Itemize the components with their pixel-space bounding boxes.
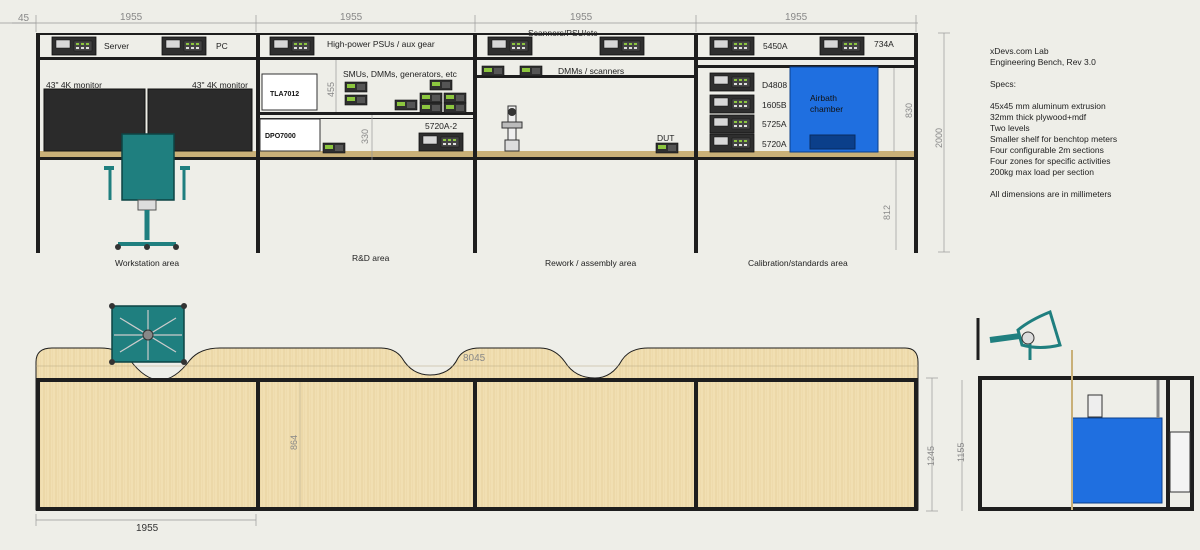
dim-length: 8045 — [463, 353, 486, 364]
spec-item: Two levels — [990, 123, 1030, 133]
dim-section-2: 1955 — [340, 12, 363, 23]
server-instrument — [51, 36, 97, 56]
specs-panel: xDevs.com Lab Engineering Bench, Rev 3.0… — [990, 46, 1190, 200]
psu-instrument — [269, 36, 315, 56]
dim-455: 455 — [326, 82, 336, 97]
smu-3 — [429, 79, 453, 91]
label-5720a-2: 5720A-2 — [425, 121, 457, 131]
specs-subtitle: Engineering Bench, Rev 3.0 — [990, 57, 1096, 67]
label-server: Server — [104, 41, 129, 51]
microscope-icon — [501, 105, 523, 152]
area-rnd: R&D area — [352, 253, 390, 263]
area-workstation: Workstation area — [115, 258, 179, 268]
label-dmm-scanners: DMMs / scanners — [558, 66, 624, 76]
label-chamber: chamber — [810, 104, 843, 114]
side-instrument — [1169, 431, 1191, 493]
dpo-instrument — [259, 118, 321, 152]
label-5450a: 5450A — [763, 41, 788, 51]
instrument-5450a — [709, 36, 755, 56]
smu-4 — [419, 92, 443, 104]
dim-1155: 1155 — [956, 443, 966, 462]
chamber-side — [1071, 417, 1163, 504]
instrument-734a — [819, 36, 865, 56]
label-tla: TLA7012 — [270, 91, 299, 98]
pc-instrument — [161, 36, 207, 56]
smu-5 — [443, 92, 467, 104]
label-airbath: Airbath — [810, 93, 837, 103]
dim-bottom-section: 1955 — [136, 523, 159, 534]
instrument-1605b — [709, 94, 755, 114]
label-pc: PC — [216, 41, 228, 51]
instrument-d4808 — [709, 72, 755, 92]
label-monitor-left: 43" 4K monitor — [46, 80, 102, 90]
label-dpo: DPO7000 — [265, 133, 296, 140]
dmm-1 — [481, 65, 505, 77]
smu-8 — [443, 102, 467, 114]
label-smu: SMUs, DMMs, generators, etc — [343, 69, 458, 79]
dim-1245: 1245 — [926, 446, 936, 466]
smu-2 — [344, 94, 368, 106]
dut-board — [655, 142, 679, 154]
tla-instrument — [261, 73, 318, 111]
top-frame — [36, 378, 918, 511]
dim-section-3: 1955 — [570, 12, 593, 23]
dmm-2 — [519, 65, 543, 77]
label-5720a: 5720A — [762, 139, 787, 149]
top-view: 8045 864 1955 — [35, 303, 938, 534]
label-monitor-right: 43" 4K monitor — [192, 80, 248, 90]
specs-title: xDevs.com Lab — [990, 46, 1049, 56]
desk-top — [35, 347, 919, 381]
label-dut: DUT — [657, 133, 674, 143]
area-calibration: Calibration/standards area — [748, 258, 848, 268]
chamber-panel — [809, 134, 856, 150]
top-dimensions — [0, 15, 918, 32]
label-734a: 734A — [874, 39, 894, 49]
label-1605b: 1605B — [762, 100, 787, 110]
dim-2000: 2000 — [934, 128, 944, 148]
dim-330: 330 — [360, 129, 370, 144]
label-scanners: Scanners/PSU/etc — [528, 28, 598, 38]
smu-1 — [344, 81, 368, 93]
label-5725a: 5725A — [762, 119, 787, 129]
dim-depth: 864 — [289, 435, 299, 450]
dim-section-1: 1955 — [120, 12, 143, 23]
chair-top — [109, 303, 187, 365]
instrument-5720a — [709, 133, 755, 153]
label-psu: High-power PSUs / aux gear — [327, 39, 435, 49]
small-meter-rd — [322, 142, 346, 154]
spec-item: 45x45 mm aluminum extrusion — [990, 101, 1106, 111]
chair-front — [104, 133, 190, 250]
scanner-instrument-2 — [599, 36, 645, 56]
spec-item: 32mm thick plywood+mdf — [990, 112, 1087, 122]
smu-6 — [394, 99, 418, 111]
specs-note: All dimensions are in millimeters — [990, 189, 1112, 199]
side-view: 1155 — [956, 309, 1194, 511]
chair-side — [976, 309, 1062, 360]
dim-830: 830 — [904, 103, 914, 118]
scanner-instrument-1 — [487, 36, 533, 56]
smu-7 — [419, 102, 443, 114]
dim-812: 812 — [882, 205, 892, 220]
specs-heading: Specs: — [990, 79, 1016, 89]
spec-item: 200kg max load per section — [990, 167, 1094, 177]
spec-item: Four zones for specific activities — [990, 156, 1111, 166]
dim-post: 45 — [18, 13, 30, 24]
instrument-5725a — [709, 114, 755, 134]
dim-section-4: 1955 — [785, 12, 808, 23]
spec-item: Four configurable 2m sections — [990, 145, 1104, 155]
front-view: 45 1955 1955 1955 1955 Server — [0, 12, 950, 268]
label-d4808: D4808 — [762, 80, 787, 90]
instrument-5720a-2 — [418, 132, 464, 152]
area-rework: Rework / assembly area — [545, 258, 636, 268]
spec-item: Smaller shelf for benchtop meters — [990, 134, 1118, 144]
side-microscope-icon — [1087, 394, 1103, 418]
